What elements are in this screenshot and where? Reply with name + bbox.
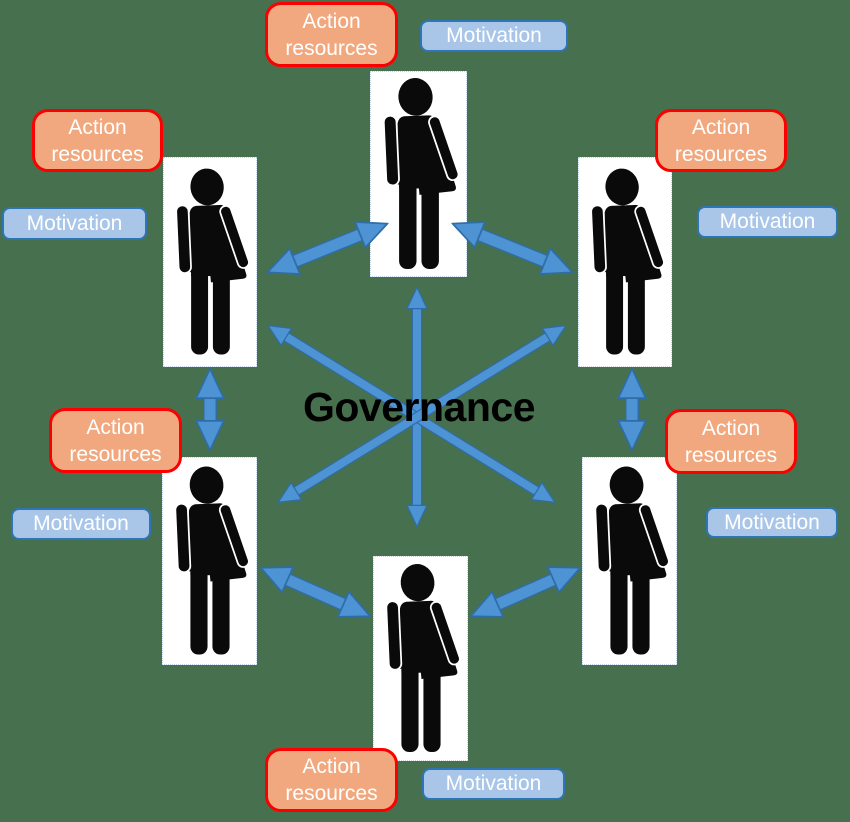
person-icon [164,158,256,366]
double-arrow-top-upperright [480,235,546,262]
motivation-box-lower-right: Motivation [706,507,838,538]
motivation-box-upper-right: Motivation [697,206,838,238]
person-figure-top [370,71,467,277]
person-figure-upper-left [163,157,257,367]
person-figure-lower-left [162,457,257,665]
motivation-box-top: Motivation [420,20,568,52]
person-icon [163,458,256,664]
double-arrow-lowerleft-bottom [287,580,343,605]
person-icon [583,458,676,664]
action-resources-box-upper-left: Action resources [32,109,163,172]
person-icon [374,557,467,760]
person-figure-upper-right [578,157,672,367]
action-resources-box-bottom: Action resources [265,748,398,812]
governance-label: Governance [303,383,536,430]
double-arrow-bottom-lowerright [497,580,553,605]
action-resources-box-top: Action resources [265,2,398,67]
motivation-box-bottom: Motivation [422,768,565,800]
person-figure-bottom [373,556,468,761]
motivation-box-upper-left: Motivation [2,207,147,240]
action-resources-box-lower-right: Action resources [665,409,797,474]
person-figure-lower-right [582,457,677,665]
action-resources-box-lower-left: Action resources [49,408,182,473]
motivation-box-lower-left: Motivation [11,508,151,540]
double-arrow-upperleft-top [295,235,361,262]
person-icon [371,72,466,276]
action-resources-box-upper-right: Action resources [655,109,787,172]
person-icon [579,158,671,366]
